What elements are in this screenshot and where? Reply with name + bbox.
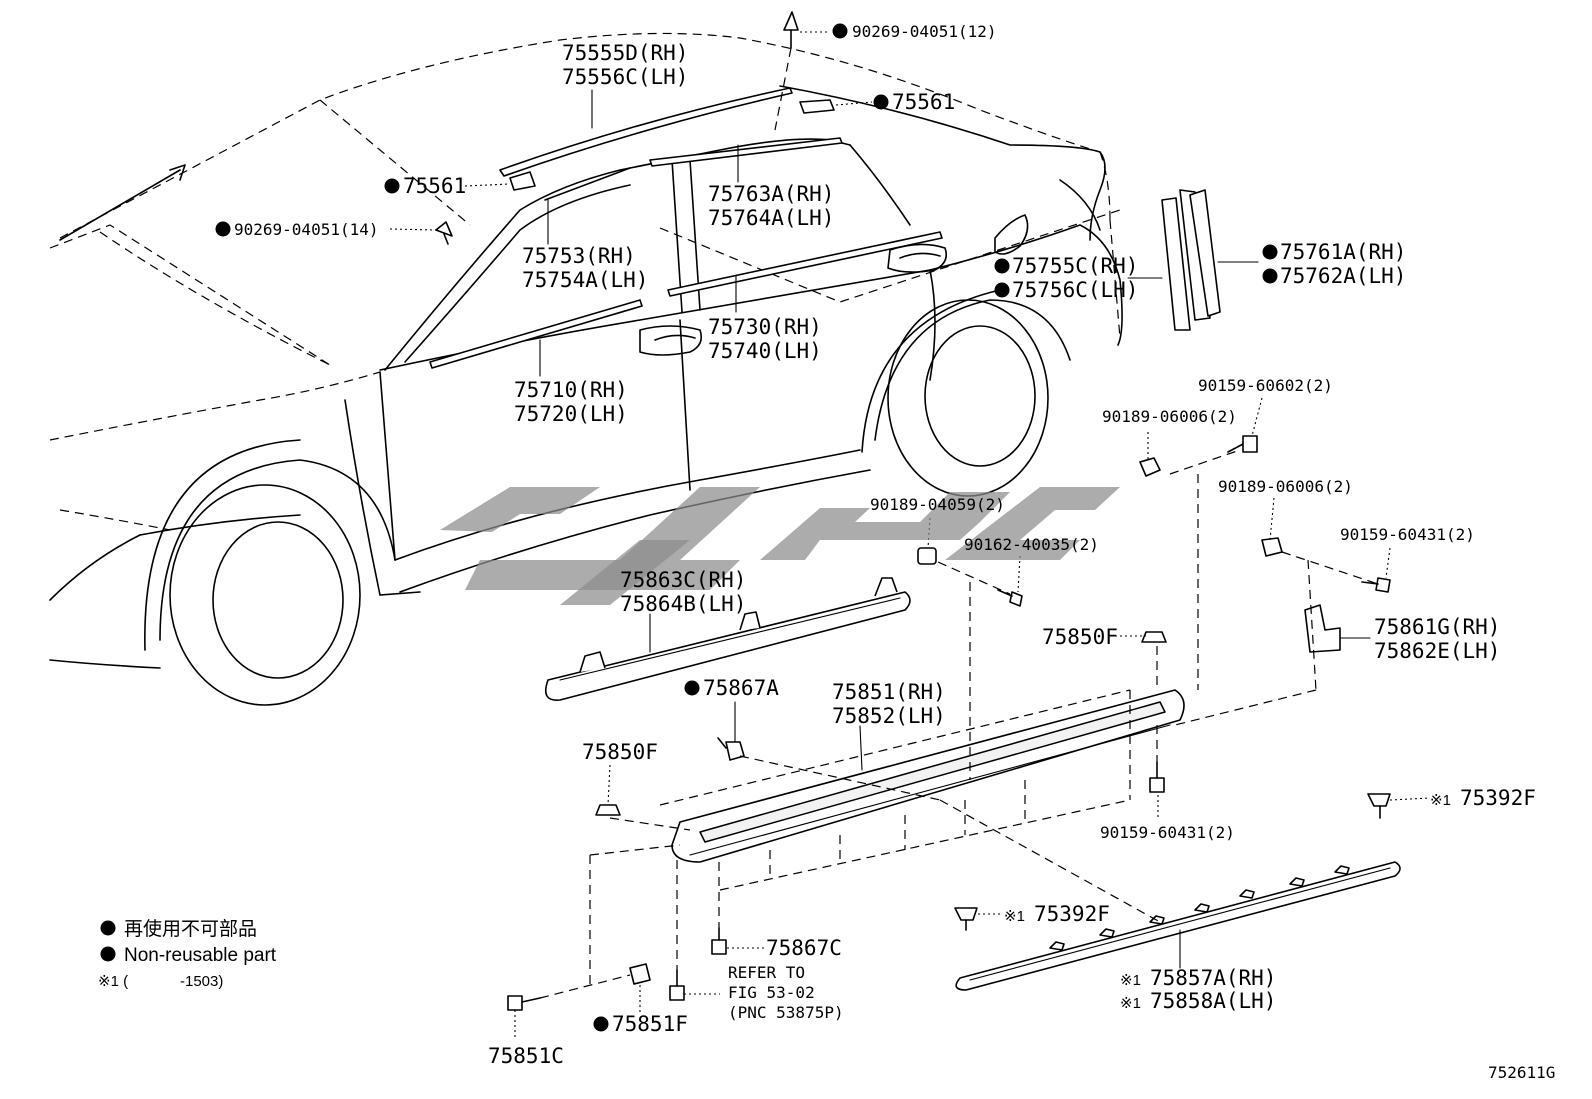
callout-75763a: 75763A(RH) bbox=[708, 182, 834, 206]
callout-75852: 75852(LH) bbox=[832, 704, 946, 728]
callout-75762a: 75762A(LH) bbox=[1280, 264, 1406, 288]
callout-75754a: 75754A(LH) bbox=[522, 268, 648, 292]
refer-line-2: FIG 53-02 bbox=[728, 983, 815, 1002]
note-mark-75858a: ※1 bbox=[1120, 995, 1141, 1012]
marker-75756 bbox=[994, 282, 1010, 298]
callout-75730: 75730(RH) bbox=[708, 315, 822, 339]
callout-90159-60602: 90159-60602(2) bbox=[1198, 376, 1333, 395]
callout-75720: 75720(LH) bbox=[514, 402, 628, 426]
callout-75851: 75851(RH) bbox=[832, 680, 946, 704]
note-mark-75857a: ※1 bbox=[1120, 972, 1141, 989]
marker-75867A bbox=[684, 680, 700, 696]
callout-75555d: 75555D(RH) bbox=[562, 41, 688, 65]
callout-75764a: 75764A(LH) bbox=[708, 206, 834, 230]
watermark-logo bbox=[440, 487, 1120, 605]
legend-marker-1 bbox=[100, 920, 116, 936]
callout-75858a: 75858A(LH) bbox=[1150, 989, 1276, 1013]
callout-75392f-right: 75392F bbox=[1460, 786, 1536, 810]
callout-75756c: 75756C(LH) bbox=[1012, 278, 1138, 302]
refer-line-3: (PNC 53875P) bbox=[728, 1003, 844, 1022]
legend-marker-2 bbox=[100, 946, 116, 962]
callout-90189-04059: 90189-04059(2) bbox=[870, 495, 1005, 514]
callout-75561-top: 75561 bbox=[892, 90, 955, 114]
callout-75761a: 75761A(RH) bbox=[1280, 240, 1406, 264]
callout-75857a: 75857A(RH) bbox=[1150, 966, 1276, 990]
callout-90162-40035: 90162-40035(2) bbox=[964, 535, 1099, 554]
assembly-lines bbox=[389, 31, 1431, 1040]
callout-75740: 75740(LH) bbox=[708, 339, 822, 363]
marker-90269-14 bbox=[215, 221, 231, 237]
refer-line-1: REFER TO bbox=[728, 963, 805, 982]
callout-90269-04051-14: 90269-04051(14) bbox=[234, 220, 379, 239]
callout-75867c: 75867C bbox=[766, 936, 842, 960]
callout-75864b: 75864B(LH) bbox=[620, 592, 746, 616]
fasteners bbox=[507, 435, 1391, 1011]
callout-75862e: 75862E(LH) bbox=[1374, 639, 1500, 663]
legend: 再使用不可部品 Non-reusable part ※1 ( -1503) bbox=[98, 918, 277, 990]
callouts: 90269-04051(12) 75555D(RH) 75556C(LH) 75… bbox=[234, 22, 1536, 1068]
marker-75762 bbox=[1262, 268, 1278, 284]
callout-75556c: 75556C(LH) bbox=[562, 65, 688, 89]
non-reusable-markers bbox=[100, 23, 1278, 1032]
callout-75850f-right: 75850F bbox=[1042, 625, 1118, 649]
callout-75867a: 75867A bbox=[703, 676, 779, 700]
callout-75392f-left: 75392F bbox=[1034, 902, 1110, 926]
figure-code: 752611G bbox=[1488, 1063, 1555, 1082]
legend-note-prefix: ※1 ( bbox=[98, 973, 128, 990]
rocker-parts bbox=[544, 577, 1401, 991]
marker-90269-12 bbox=[832, 23, 848, 39]
callout-90189-06006-a: 90189-06006(2) bbox=[1102, 407, 1237, 426]
marker-75761 bbox=[1262, 244, 1278, 260]
marker-75561-top bbox=[873, 94, 889, 110]
legend-text-japanese: 再使用不可部品 bbox=[124, 918, 257, 940]
car-body-outline bbox=[49, 32, 1123, 706]
callout-75753: 75753(RH) bbox=[522, 244, 636, 268]
marker-75561-left bbox=[384, 178, 400, 194]
callout-90269-04051-12: 90269-04051(12) bbox=[852, 22, 997, 41]
callout-90189-06006-b: 90189-06006(2) bbox=[1218, 477, 1353, 496]
marker-75851F bbox=[593, 1016, 609, 1032]
callout-75851f: 75851F bbox=[612, 1012, 688, 1036]
callout-75861g: 75861G(RH) bbox=[1374, 615, 1500, 639]
legend-text-non-reusable: Non-reusable part bbox=[124, 945, 277, 966]
callout-75850f-left: 75850F bbox=[582, 740, 658, 764]
callout-75863c: 75863C(RH) bbox=[620, 568, 746, 592]
callout-90159-60431-b: 90159-60431(2) bbox=[1100, 823, 1235, 842]
callout-75851c: 75851C bbox=[488, 1044, 564, 1068]
note-mark-75392f-right: ※1 bbox=[1430, 792, 1451, 809]
callout-90159-60431-a: 90159-60431(2) bbox=[1340, 525, 1475, 544]
marker-75755 bbox=[994, 258, 1010, 274]
legend-note-suffix: -1503) bbox=[180, 973, 223, 990]
callout-75755c: 75755C(RH) bbox=[1012, 254, 1138, 278]
callout-75561-left: 75561 bbox=[403, 174, 466, 198]
callout-75710: 75710(RH) bbox=[514, 378, 628, 402]
note-mark-75392f-left: ※1 bbox=[1004, 908, 1025, 925]
